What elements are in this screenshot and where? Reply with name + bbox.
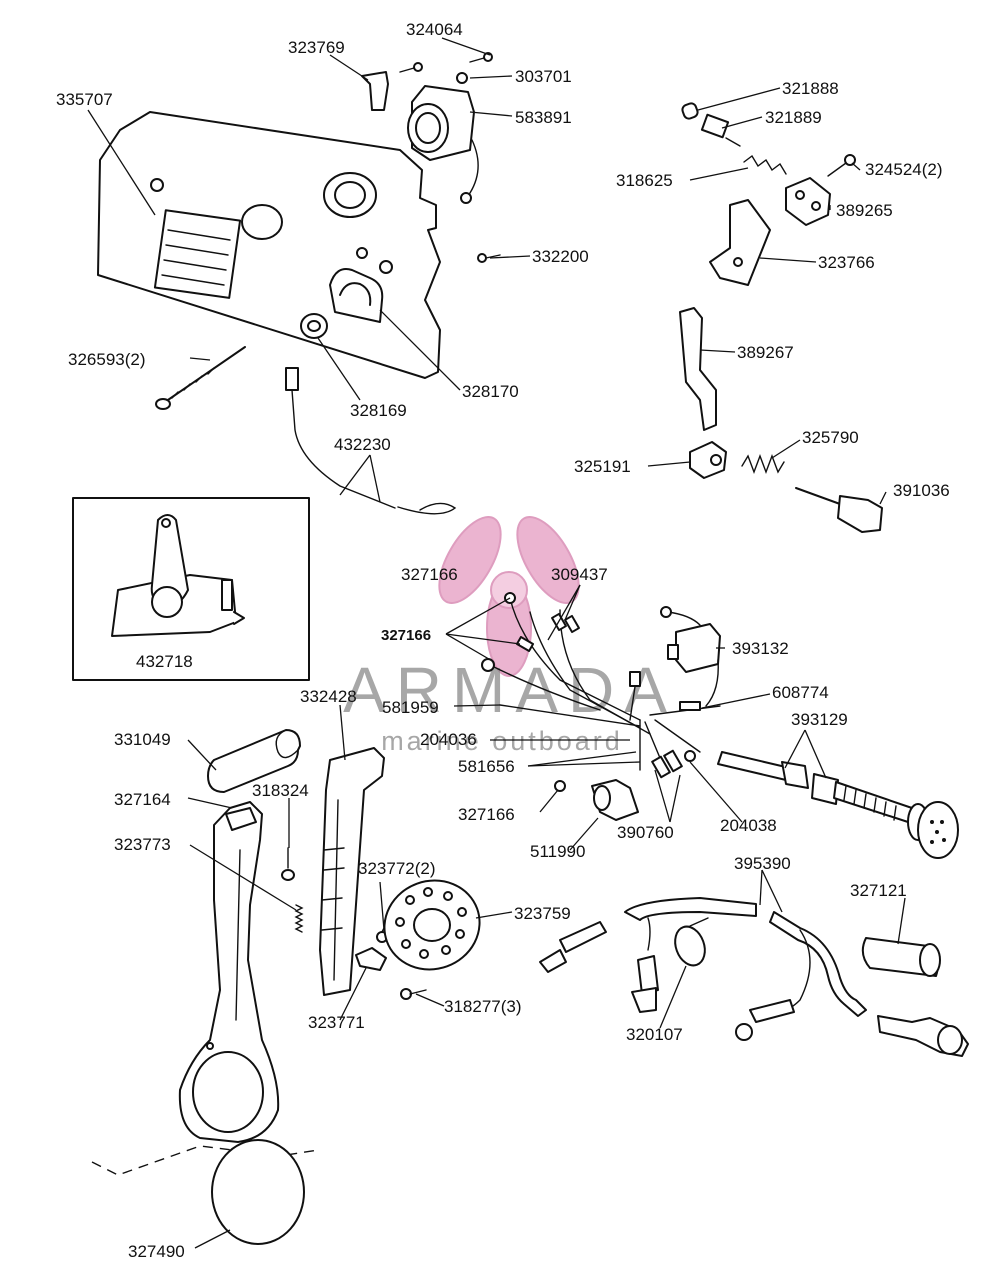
- propeller-icon: [438, 516, 580, 677]
- screw-324524: [827, 154, 856, 177]
- watermark-tagline: marine outboard: [381, 726, 623, 756]
- solenoid-module: [407, 85, 479, 204]
- label-332200: 332200: [532, 247, 589, 266]
- label-323769: 323769: [288, 38, 345, 57]
- label-432230: 432230: [334, 435, 391, 454]
- label-393132: 393132: [732, 639, 789, 658]
- bracket-323769: [361, 71, 389, 111]
- clamp-320107: [674, 917, 709, 967]
- label-391036: 391036: [893, 481, 950, 500]
- boot-327121: [861, 937, 941, 977]
- label-332428: 332428: [300, 687, 357, 706]
- label-318625: 318625: [616, 171, 673, 190]
- label-327166-top: 327166: [401, 565, 458, 584]
- label-327166-low: 327166: [458, 805, 515, 824]
- label-583891: 583891: [515, 108, 572, 127]
- screw-318324: [281, 847, 295, 881]
- clip-323771: [355, 947, 387, 971]
- label-318277: 318277(3): [444, 997, 522, 1016]
- screw-318277: [400, 988, 427, 1000]
- control-lever: [178, 801, 280, 1143]
- rod-332428: [319, 747, 385, 996]
- label-323759: 323759: [514, 904, 571, 923]
- label-335707: 335707: [56, 90, 113, 109]
- label-327490: 327490: [128, 1242, 185, 1261]
- wire-harness: [481, 592, 721, 792]
- label-204036: 204036: [420, 730, 477, 749]
- bolt-326593: [155, 346, 246, 410]
- elbow-connector: [877, 1015, 969, 1057]
- terminal-lower: [631, 955, 659, 1013]
- screw-324064: [399, 52, 493, 73]
- leader-lines: [87, 37, 906, 1249]
- label-389265: 389265: [836, 201, 893, 220]
- detent-321889: [700, 113, 741, 147]
- control-housing: [97, 111, 441, 379]
- label-393129: 393129: [791, 710, 848, 729]
- label-309437: 309437: [551, 565, 608, 584]
- label-327164: 327164: [114, 790, 171, 809]
- switch-393132: [660, 606, 721, 707]
- plate-323759: [383, 879, 481, 971]
- label-328170: 328170: [462, 382, 519, 401]
- nut-303701: [456, 72, 468, 84]
- label-608774: 608774: [772, 683, 829, 702]
- bracket-323766: [709, 199, 771, 286]
- label-390760: 390760: [617, 823, 674, 842]
- wires-395390: [624, 897, 867, 1017]
- handle-cap-331049: [207, 729, 301, 793]
- cable-plug-393129: [717, 751, 959, 859]
- label-318324: 318324: [252, 781, 309, 800]
- label-324064: 324064: [406, 20, 463, 39]
- label-204038: 204038: [720, 816, 777, 835]
- label-327166-bold: 327166: [381, 627, 431, 644]
- cover-327490: [91, 1139, 319, 1245]
- label-389267: 389267: [737, 343, 794, 362]
- label-320107: 320107: [626, 1025, 683, 1044]
- label-326593: 326593(2): [68, 350, 146, 369]
- clip-325191: [689, 441, 727, 479]
- label-581959: 581959: [382, 698, 439, 717]
- block-389265: [785, 177, 831, 226]
- connector-511990: [591, 779, 639, 821]
- label-323773: 323773: [114, 835, 171, 854]
- spring-325790: [741, 454, 785, 474]
- label-303701: 303701: [515, 67, 572, 86]
- label-327121: 327121: [850, 881, 907, 900]
- label-328169: 328169: [350, 401, 407, 420]
- screw-332200: [477, 253, 501, 263]
- plunger-321888: [681, 102, 699, 120]
- label-324524: 324524(2): [865, 160, 943, 179]
- connector-left-wire: [539, 921, 607, 973]
- label-331049: 331049: [114, 730, 171, 749]
- knob-391036: [795, 487, 883, 533]
- label-325191: 325191: [574, 457, 631, 476]
- spring-323773: [294, 904, 304, 933]
- label-432718: 432718: [136, 652, 193, 671]
- inset-box-432718: [72, 497, 310, 681]
- link-389267: [679, 307, 717, 431]
- label-323772: 323772(2): [358, 859, 436, 878]
- label-511990: 511990: [530, 842, 585, 861]
- terminal-wire-end: [735, 999, 795, 1041]
- label-581656: 581656: [458, 757, 515, 776]
- label-321889: 321889: [765, 108, 822, 127]
- label-323771: 323771: [308, 1013, 365, 1032]
- label-395390: 395390: [734, 854, 791, 873]
- label-323766: 323766: [818, 253, 875, 272]
- label-321888: 321888: [782, 79, 839, 98]
- label-325790: 325790: [802, 428, 859, 447]
- spring-318625: [743, 154, 787, 175]
- cable-432230: [285, 367, 457, 515]
- part-labels: 335707 323769 324064 303701 583891 33220…: [56, 20, 950, 1261]
